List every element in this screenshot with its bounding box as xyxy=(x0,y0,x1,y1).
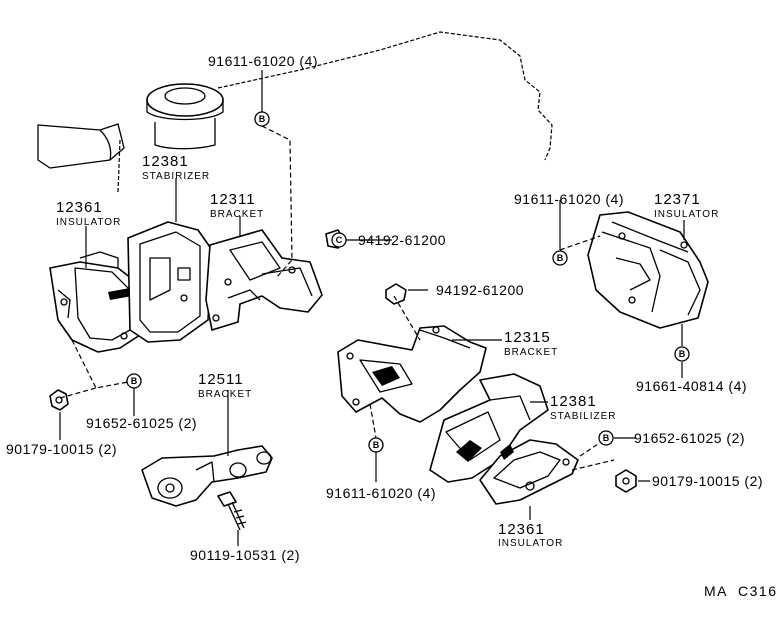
dashed-assembly-lines xyxy=(59,125,615,471)
svg-text:12381: 12381 xyxy=(142,153,189,170)
svg-text:B: B xyxy=(131,376,138,386)
filler-neck-drawing xyxy=(37,83,224,169)
part-label-12361-left: 12361 INSULATOR xyxy=(56,199,121,228)
svg-text:BRACKET: BRACKET xyxy=(504,347,558,358)
bracket-12311-drawing xyxy=(205,229,323,331)
svg-text:B: B xyxy=(373,440,380,450)
callout-94192-a: 94192-61200 xyxy=(358,232,446,248)
bolt-90119-drawing xyxy=(217,491,247,531)
callout-90179-left: 90179-10015 (2) xyxy=(6,441,117,457)
callout-91661: 91661-40814 (4) xyxy=(636,378,747,394)
part-label-12361-bottom: 12361 INSULATOR xyxy=(498,521,563,549)
svg-text:B: B xyxy=(557,253,564,263)
b-marker-right: B xyxy=(552,250,568,266)
callout-91652-right: 91652-61025 (2) xyxy=(634,430,745,446)
svg-text:12311: 12311 xyxy=(210,191,256,208)
callout-91611-top: 91611-61020 (4) xyxy=(208,53,318,69)
svg-text:B: B xyxy=(679,349,686,359)
bracket-12511-drawing xyxy=(141,445,273,507)
bracket-12315-drawing xyxy=(337,325,487,423)
svg-text:C: C xyxy=(336,235,343,245)
svg-text:STABILIZER: STABILIZER xyxy=(550,411,617,422)
reference-code: MA C316 xyxy=(704,583,777,599)
b-marker-bottom-right: B xyxy=(598,430,614,446)
part-label-12311: 12311 BRACKET xyxy=(210,191,264,220)
svg-text:12371: 12371 xyxy=(654,191,701,208)
part-label-12315: 12315 BRACKET xyxy=(504,329,558,358)
callout-91611-bottom: 91611-61020 (4) xyxy=(326,485,436,501)
b-marker-12371-bottom: B xyxy=(674,346,690,362)
stabilizer-12381-top-drawing xyxy=(127,221,213,343)
svg-text:INSULATOR: INSULATOR xyxy=(56,217,121,228)
insulator-12361-bottom-drawing xyxy=(479,439,579,505)
svg-text:12381: 12381 xyxy=(550,393,597,410)
c-marker-nut: C xyxy=(331,232,347,248)
part-label-12511: 12511 BRACKET xyxy=(198,371,252,400)
svg-text:12511: 12511 xyxy=(198,371,244,388)
engine-outline xyxy=(117,31,553,193)
svg-text:INSULATOR: INSULATOR xyxy=(498,538,563,549)
svg-text:BRACKET: BRACKET xyxy=(210,209,264,220)
svg-text:12361: 12361 xyxy=(56,199,103,216)
svg-text:STABIRIZER: STABIRIZER xyxy=(142,171,210,182)
svg-text:BRACKET: BRACKET xyxy=(198,389,252,400)
callout-91611-right: 91611-61020 (4) xyxy=(514,191,624,207)
part-label-12371: 12371 INSULATOR xyxy=(654,191,719,220)
callout-90119: 90119-10531 (2) xyxy=(190,547,300,563)
b-marker-left: B xyxy=(126,373,142,389)
leader-lines xyxy=(59,70,685,546)
callout-94192-b: 94192-61200 xyxy=(436,282,524,298)
insulator-12371-drawing xyxy=(587,211,709,329)
part-label-12381-top: 12381 STABIRIZER xyxy=(142,153,210,182)
svg-text:12361: 12361 xyxy=(498,521,545,538)
svg-text:12315: 12315 xyxy=(504,329,551,346)
part-label-12381-right: 12381 STABILIZER xyxy=(550,393,617,422)
stabilizer-12381-right-drawing xyxy=(429,373,549,483)
b-marker-bottom: B xyxy=(368,437,384,453)
insulator-12361-left-drawing xyxy=(49,251,141,353)
callout-90179-right: 90179-10015 (2) xyxy=(652,473,763,489)
svg-text:B: B xyxy=(603,433,610,443)
callout-91652-left: 91652-61025 (2) xyxy=(86,415,197,431)
svg-text:B: B xyxy=(259,114,266,124)
b-marker-top: B xyxy=(254,111,270,127)
svg-text:INSULATOR: INSULATOR xyxy=(654,209,719,220)
